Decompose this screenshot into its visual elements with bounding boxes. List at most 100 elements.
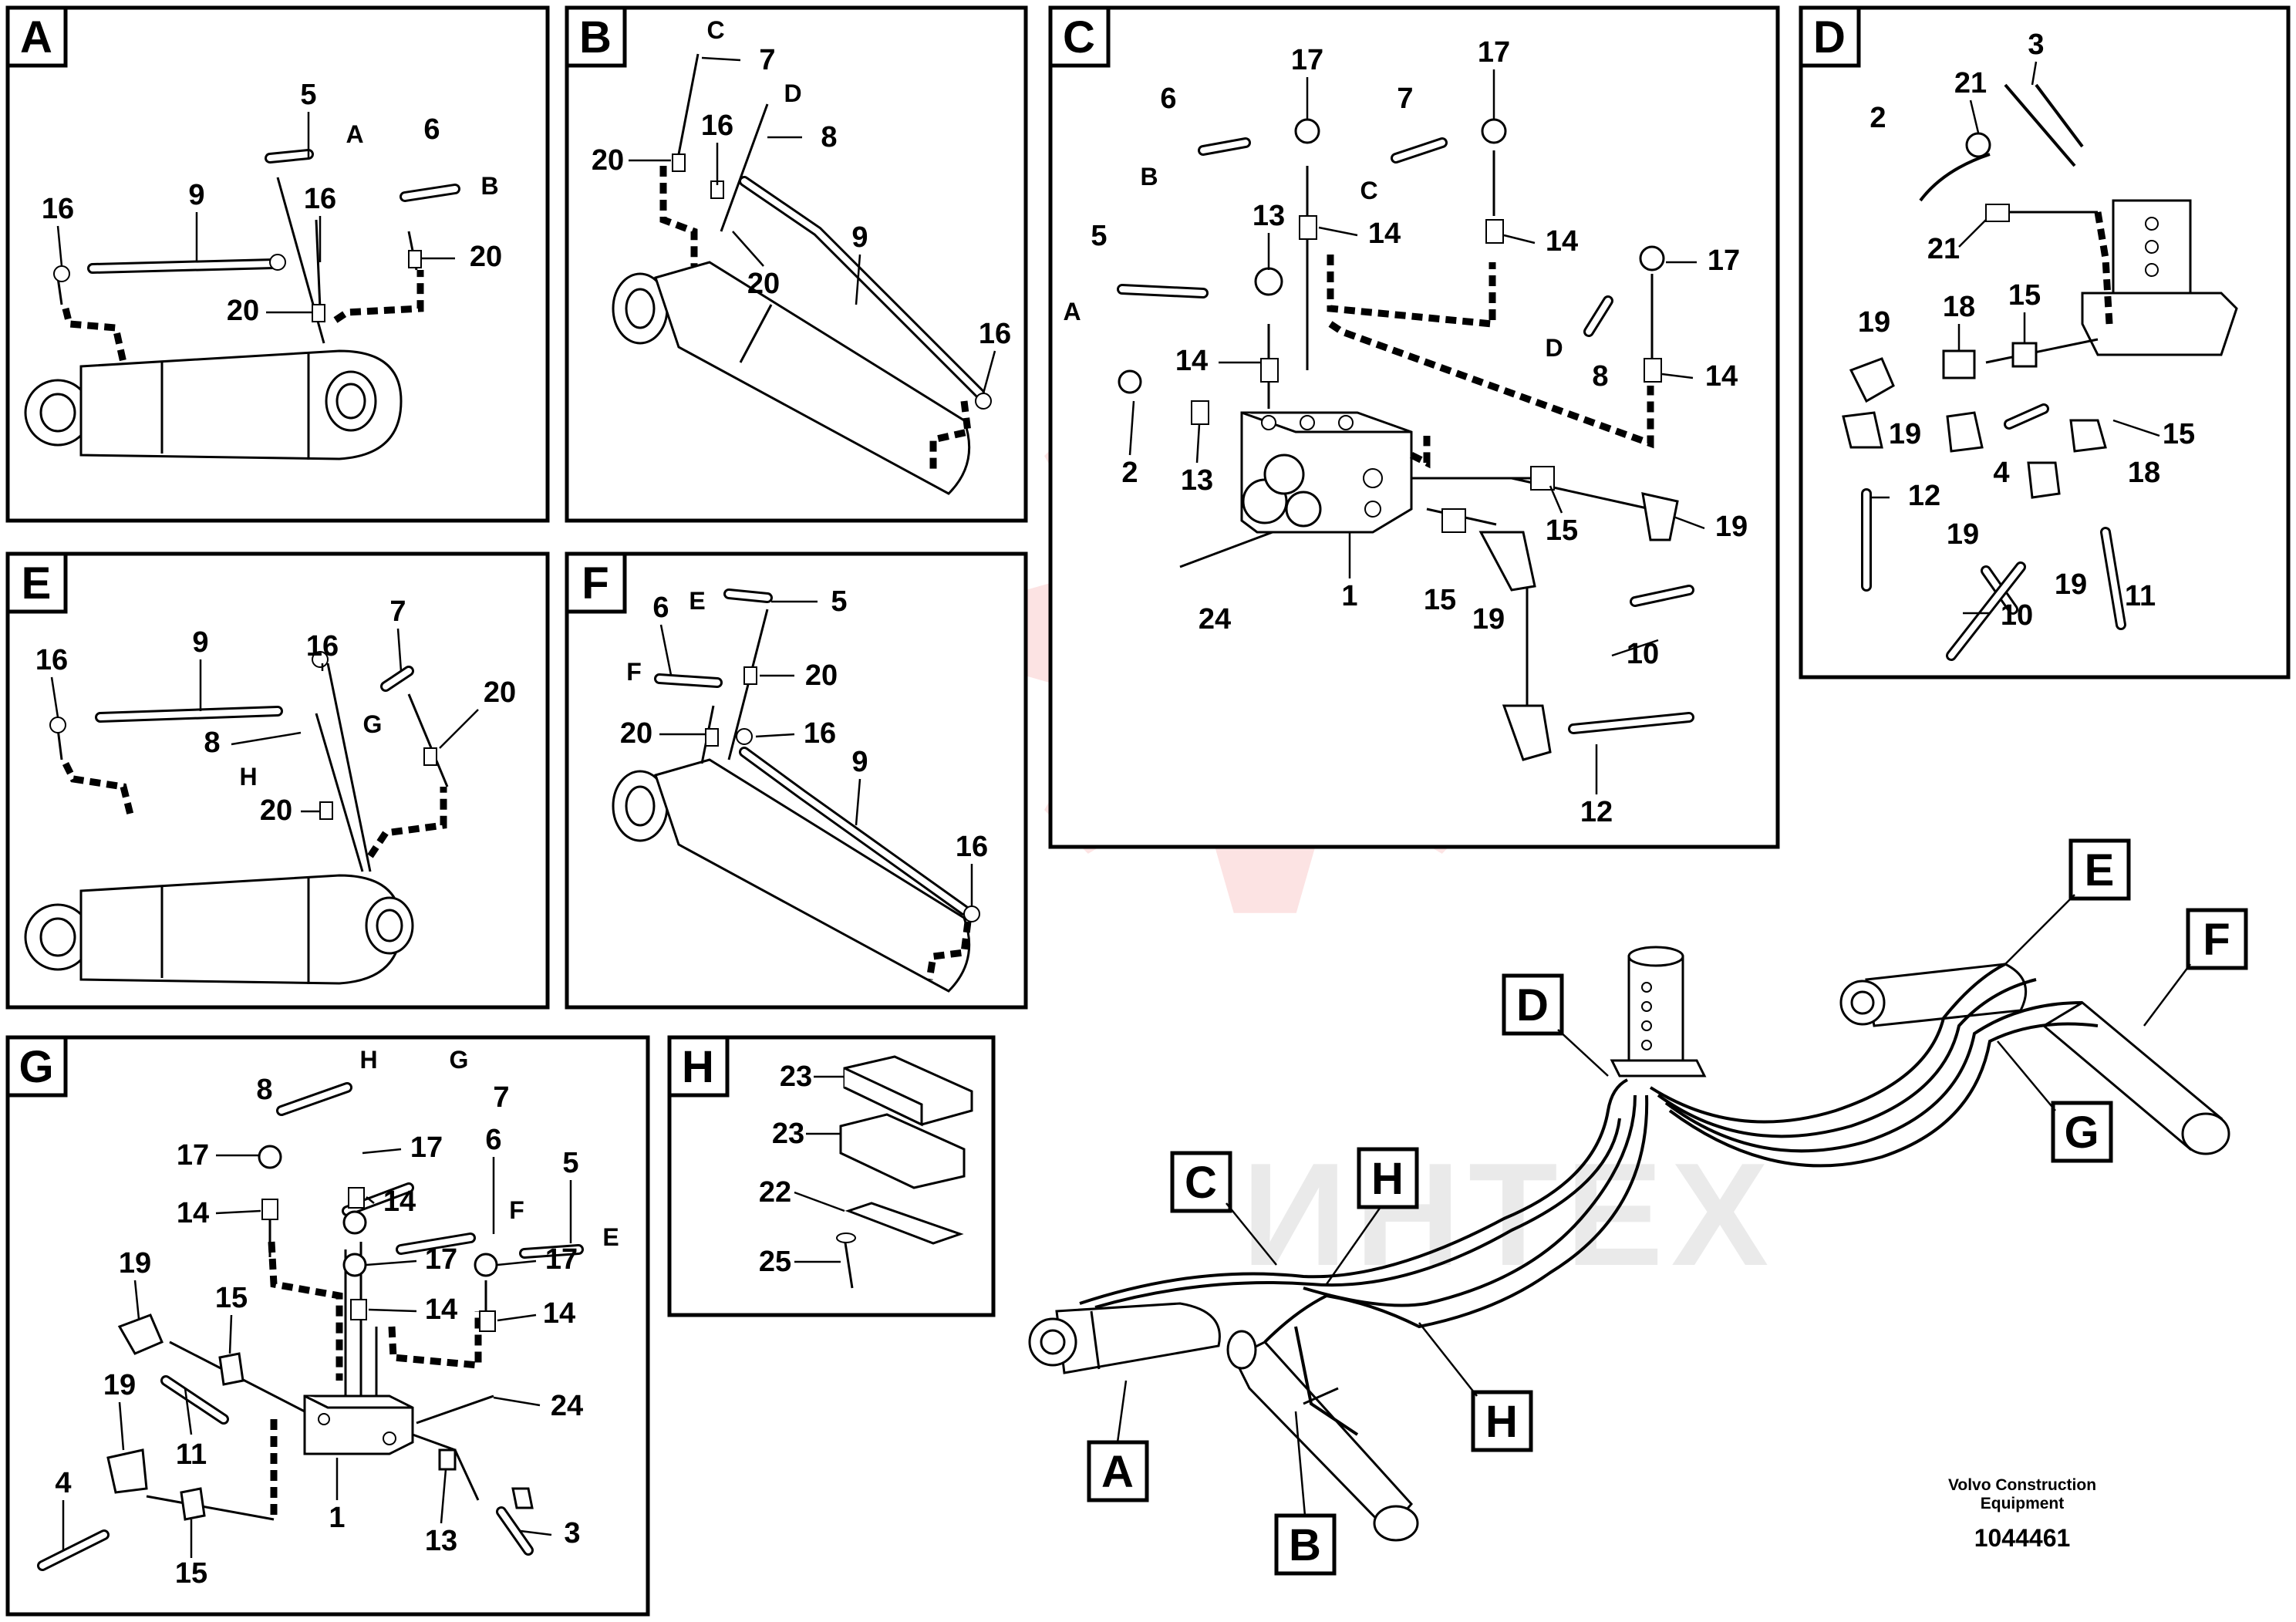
callout-20: 20	[470, 241, 502, 273]
callout-25: 25	[759, 1246, 791, 1278]
callout-23: 23	[772, 1118, 804, 1150]
panel-f-label: F	[582, 558, 609, 609]
callout-7: 7	[493, 1081, 509, 1114]
panel-a-tag	[5, 5, 68, 68]
panel-c: C	[1048, 5, 1780, 849]
callout-16: 16	[306, 630, 339, 663]
callout-14: 14	[1705, 360, 1738, 393]
callout-1: 1	[1341, 580, 1357, 612]
panel-c-tag	[1048, 5, 1111, 68]
document-number: 1044461	[1974, 1524, 2071, 1552]
callout-17: 17	[177, 1139, 209, 1172]
callout-f: F	[626, 658, 642, 686]
callout-13: 13	[425, 1525, 457, 1557]
callout-17: 17	[410, 1131, 443, 1164]
panel-b-label: B	[579, 12, 612, 62]
callout-18: 18	[1943, 291, 1975, 323]
callout-4: 4	[1993, 457, 2009, 489]
overview-tag-e-label: E	[2085, 845, 2115, 895]
callout-18: 18	[2128, 457, 2160, 489]
callout-20: 20	[747, 268, 780, 300]
callout-19: 19	[119, 1247, 151, 1280]
clamp-drawing	[836, 1055, 973, 1289]
panel-h-tag	[667, 1035, 730, 1098]
callout-16: 16	[979, 318, 1011, 350]
callout-e: E	[689, 587, 705, 615]
callout-14: 14	[425, 1293, 457, 1326]
callout-22: 22	[759, 1176, 791, 1209]
callout-23: 23	[780, 1061, 812, 1093]
callout-14: 14	[177, 1197, 209, 1229]
panel-d-label: D	[1813, 12, 1846, 62]
cylinder-drawing	[24, 349, 403, 460]
callout-21: 21	[1954, 67, 1987, 99]
callout-20: 20	[227, 295, 259, 327]
overview-tag-d-label: D	[1516, 980, 1549, 1030]
panel-d-tag	[1799, 5, 1861, 68]
callout-9: 9	[188, 179, 204, 211]
panel-h: H 23 23 22 25	[667, 1035, 996, 1317]
callout-12: 12	[1908, 480, 1940, 512]
callout-16: 16	[804, 717, 836, 750]
callout-15: 15	[2163, 418, 2195, 450]
overview-tag-f	[2186, 908, 2248, 970]
callout-d: D	[784, 79, 801, 107]
callout-19: 19	[1947, 518, 1979, 551]
callout-16: 16	[304, 183, 336, 215]
callout-e: E	[602, 1223, 619, 1251]
callout-5: 5	[1091, 220, 1107, 252]
callout-20: 20	[805, 659, 838, 692]
callout-19: 19	[1472, 603, 1505, 636]
callout-g: G	[363, 710, 383, 738]
callout-a: A	[346, 120, 363, 148]
panel-e-label: E	[22, 558, 52, 609]
callout-17: 17	[1478, 36, 1510, 69]
callout-19: 19	[1889, 418, 1921, 450]
callout-20: 20	[484, 676, 516, 709]
panel-b-tag	[565, 5, 627, 68]
callout-14: 14	[543, 1297, 575, 1330]
callout-17: 17	[425, 1243, 457, 1276]
callout-9: 9	[851, 746, 868, 778]
callout-20: 20	[620, 717, 652, 750]
callout-2: 2	[1121, 457, 1138, 489]
callout-b: B	[1140, 163, 1158, 191]
callout-8: 8	[204, 727, 220, 759]
callout-13: 13	[1181, 464, 1213, 497]
callout-20: 20	[592, 144, 624, 177]
callout-7: 7	[1397, 83, 1413, 115]
callout-14: 14	[1175, 345, 1208, 377]
valve-block	[303, 1394, 414, 1455]
panel-g: G	[5, 1035, 650, 1617]
callout-16: 16	[956, 831, 988, 863]
credit-block: Volvo Construction Equipment 1044461	[1948, 1476, 2096, 1552]
callout-3: 3	[2028, 29, 2044, 61]
overview-tag-c-label: C	[1185, 1158, 1217, 1208]
callout-5: 5	[300, 79, 316, 111]
callout-16: 16	[701, 110, 733, 142]
panel-d: D 3 21 2 21 19 18 15 19	[1799, 5, 2291, 679]
panel-b: B C 7 D 8 20 16 20 9 16	[565, 5, 1028, 523]
panel-a: A 5 A 6 B 16 9 16 20 20	[5, 5, 550, 523]
overview-tag-b-label: B	[1289, 1520, 1321, 1570]
callout-19: 19	[1858, 306, 1890, 339]
callout-11: 11	[2125, 580, 2156, 612]
panel-e-tag	[5, 551, 68, 614]
callout-10: 10	[1627, 638, 1659, 670]
callout-8: 8	[1592, 360, 1608, 393]
callout-d: D	[1545, 334, 1563, 362]
credit-line-1: Volvo Construction	[1948, 1476, 2096, 1494]
overview-tag-c	[1170, 1151, 1232, 1213]
callout-16: 16	[35, 644, 68, 676]
panel-h-label: H	[682, 1042, 714, 1092]
callout-15: 15	[2008, 279, 2041, 312]
callout-14: 14	[1368, 218, 1401, 250]
callout-21: 21	[1927, 233, 1960, 265]
overview-tag-d	[1502, 973, 1564, 1036]
overview-tag-e	[2068, 838, 2131, 901]
callout-9: 9	[851, 221, 868, 254]
callout-16: 16	[42, 193, 74, 225]
callout-b: B	[480, 172, 498, 200]
panel-g-label: G	[19, 1042, 53, 1092]
